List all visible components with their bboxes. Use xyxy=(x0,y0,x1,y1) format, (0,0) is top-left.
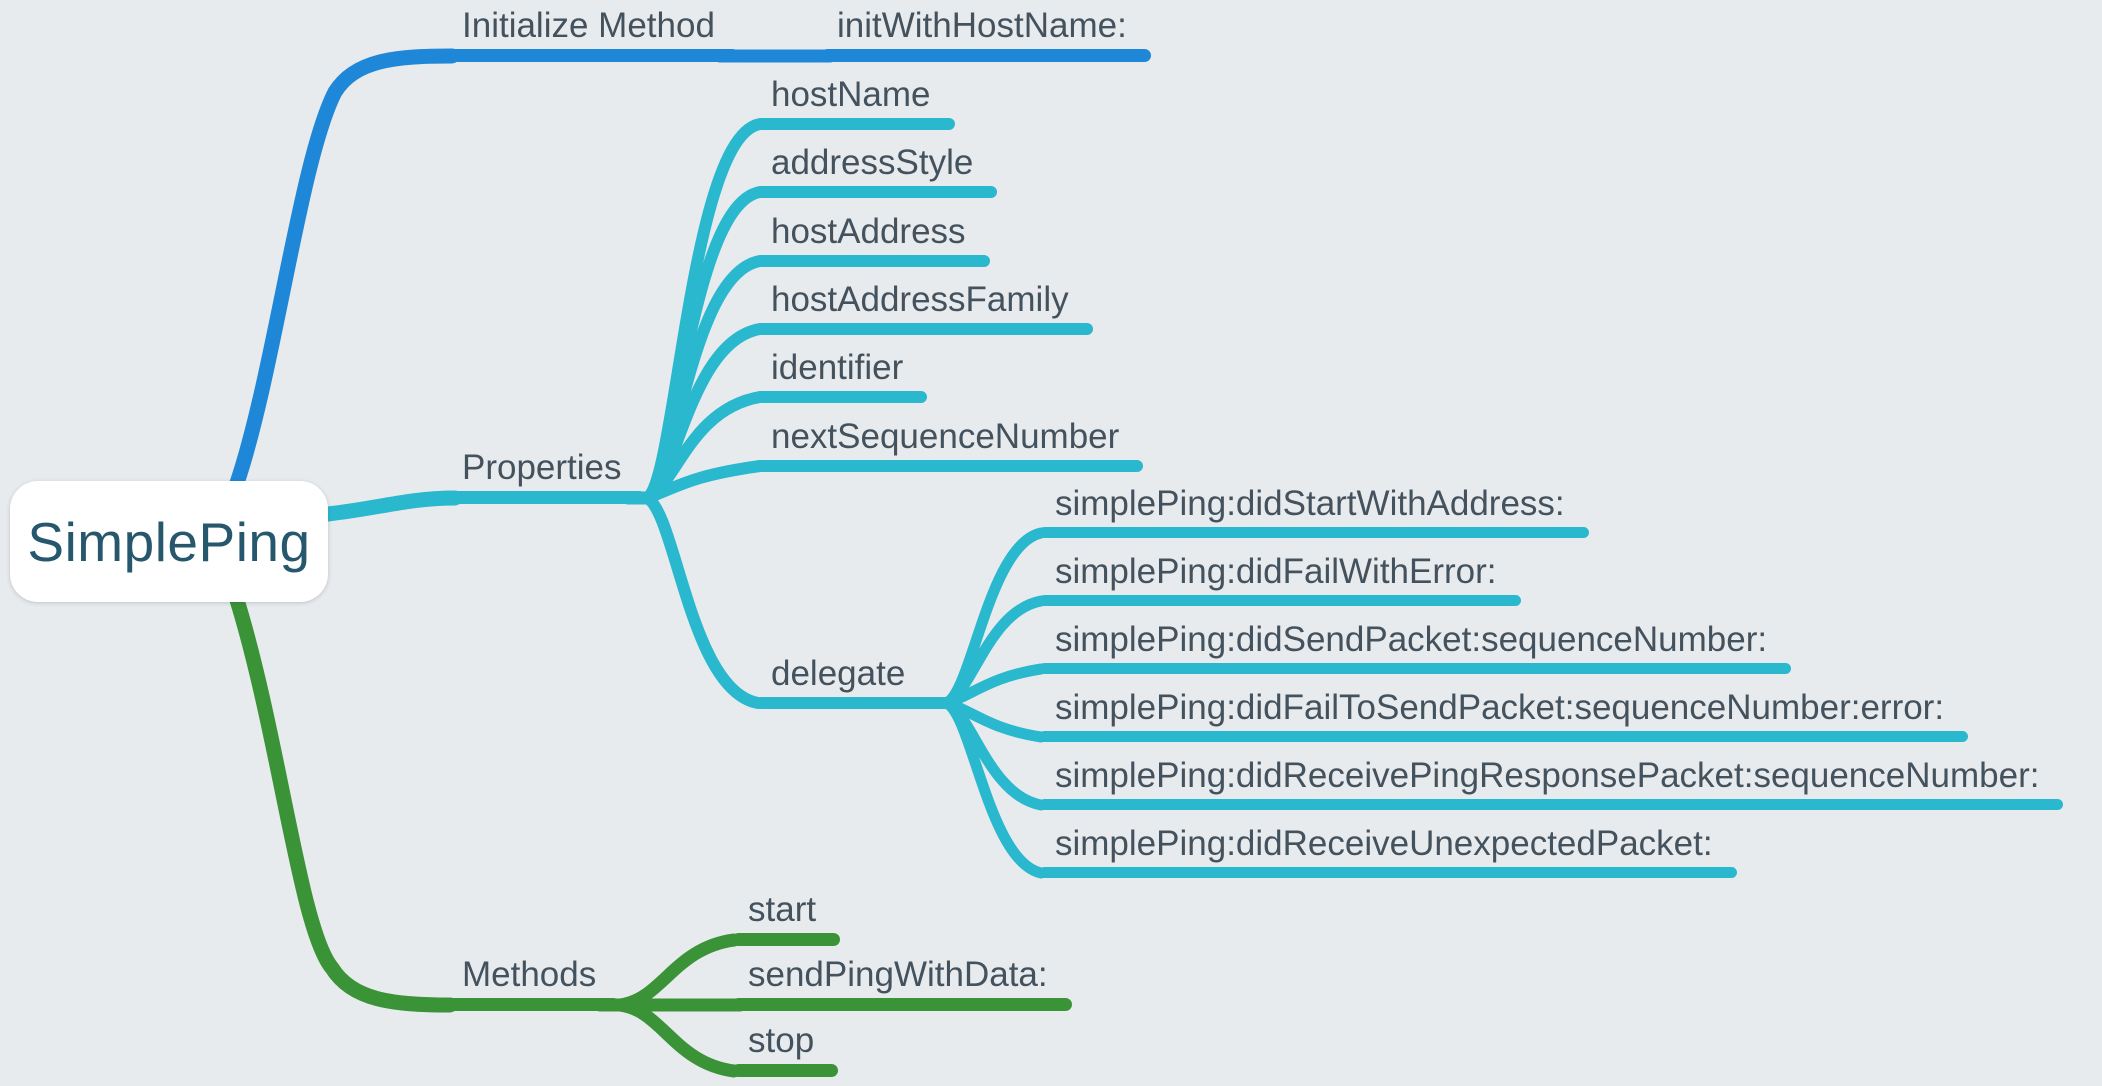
branch-underline xyxy=(1039,527,1589,538)
branch-underline xyxy=(1039,663,1792,674)
node-label: simplePing:didFailWithError: xyxy=(1055,552,1497,591)
node-did-receive-ping-response-packet[interactable]: simplePing:didReceivePingResponsePacket:… xyxy=(1039,756,2064,810)
node-next-sequence-number[interactable]: nextSequenceNumber xyxy=(755,417,1144,472)
node-label: identifier xyxy=(771,348,904,387)
node-label: sendPingWithData: xyxy=(748,955,1048,994)
branch-curve-nextsequencenumber xyxy=(641,460,766,504)
node-stop[interactable]: stop xyxy=(732,1021,839,1077)
node-did-send-packet[interactable]: simplePing:didSendPacket:sequenceNumber: xyxy=(1039,620,1792,674)
branch-underline xyxy=(821,49,1151,62)
branch-underline xyxy=(755,255,990,267)
node-did-fail-to-send-packet[interactable]: simplePing:didFailToSendPacket:sequenceN… xyxy=(1039,688,1969,742)
node-initialize-method[interactable]: Initialize Method xyxy=(446,6,739,62)
branch-underline xyxy=(755,460,1144,472)
branch-curve-didreceiveunexpected xyxy=(940,697,1047,879)
branch-underline xyxy=(755,186,998,198)
node-host-address[interactable]: hostAddress xyxy=(755,212,990,267)
node-label: stop xyxy=(748,1021,815,1060)
node-label: delegate xyxy=(771,654,906,693)
node-label: simplePing:didStartWithAddress: xyxy=(1055,484,1565,523)
node-label: Properties xyxy=(462,448,622,487)
node-init-with-host-name[interactable]: initWithHostName: xyxy=(821,6,1151,62)
branch-underline xyxy=(1039,595,1521,606)
root-node[interactable]: SimplePing xyxy=(10,481,328,602)
node-host-address-family[interactable]: hostAddressFamily xyxy=(755,280,1093,335)
node-delegate[interactable]: delegate xyxy=(755,654,930,709)
branch-underline xyxy=(732,933,841,946)
node-properties[interactable]: Properties xyxy=(446,448,646,504)
branch-curve-properties xyxy=(320,490,463,522)
branch-curve-methods xyxy=(229,592,458,1013)
branch-underline xyxy=(1039,731,1969,742)
node-send-ping-with-data[interactable]: sendPingWithData: xyxy=(732,955,1072,1011)
branch-underline xyxy=(732,998,1072,1011)
branch-underline xyxy=(446,49,739,62)
node-did-fail-with-error[interactable]: simplePing:didFailWithError: xyxy=(1039,552,1521,606)
node-label: hostName xyxy=(771,75,931,114)
branch-underline xyxy=(1039,799,2064,810)
node-identifier[interactable]: identifier xyxy=(755,348,928,403)
branch-underline xyxy=(446,998,621,1011)
node-label: simplePing:didReceiveUnexpectedPacket: xyxy=(1055,824,1713,863)
root-node-label: SimplePing xyxy=(27,510,311,573)
node-label: simplePing:didReceivePingResponsePacket:… xyxy=(1055,756,2040,795)
node-label: addressStyle xyxy=(771,143,974,182)
node-host-name[interactable]: hostName xyxy=(755,75,955,130)
branch-underline xyxy=(446,491,646,504)
branch-underline xyxy=(1039,867,1737,878)
branch-underline xyxy=(755,697,930,709)
node-label: initWithHostName: xyxy=(837,6,1127,45)
node-address-style[interactable]: addressStyle xyxy=(755,143,998,198)
branch-curve-stop xyxy=(613,998,741,1078)
node-start[interactable]: start xyxy=(732,890,841,946)
node-label: simplePing:didFailToSendPacket:sequenceN… xyxy=(1055,688,1945,727)
node-label: nextSequenceNumber xyxy=(771,417,1120,456)
node-label: hostAddress xyxy=(771,212,966,251)
branch-underline xyxy=(732,1064,839,1077)
node-label: hostAddressFamily xyxy=(771,280,1069,319)
node-label: simplePing:didSendPacket:sequenceNumber: xyxy=(1055,620,1768,659)
node-did-receive-unexpected-packet[interactable]: simplePing:didReceiveUnexpectedPacket: xyxy=(1039,824,1737,878)
node-label: Methods xyxy=(462,955,597,994)
branch-underline xyxy=(755,323,1093,335)
node-label: Initialize Method xyxy=(462,6,715,45)
branch-curve-start xyxy=(613,933,741,1012)
branch-curve-initialize-method xyxy=(229,48,460,491)
branch-underline xyxy=(755,391,928,403)
branch-underline xyxy=(755,118,955,130)
branch-curve-delegate xyxy=(641,492,764,709)
node-did-start-with-address[interactable]: simplePing:didStartWithAddress: xyxy=(1039,484,1589,538)
node-label: start xyxy=(748,890,817,929)
node-methods[interactable]: Methods xyxy=(446,955,621,1011)
